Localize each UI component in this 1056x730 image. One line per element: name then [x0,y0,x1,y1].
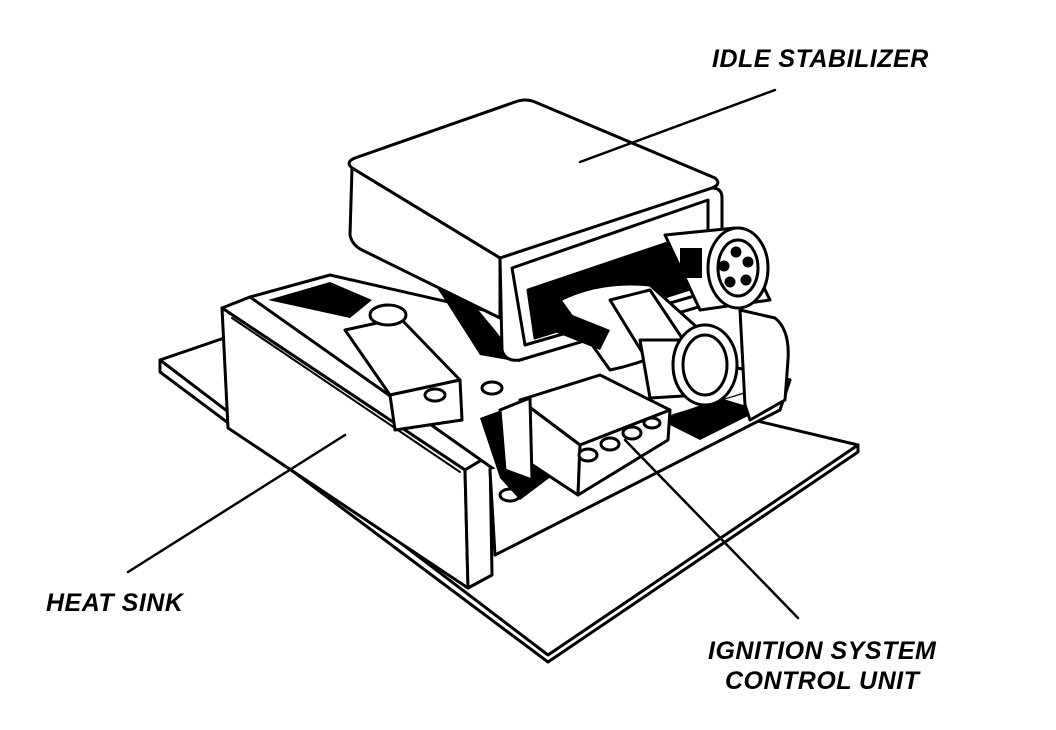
leader-idle-stabilizer [578,88,777,164]
label-heat-sink: HEAT SINK [46,589,184,617]
label-idle-stabilizer: IDLE STABILIZER [712,45,929,73]
cable-plug [550,282,790,422]
leader-ignition [623,438,800,620]
label-ignition-control-unit: IGNITION SYSTEM CONTROL UNIT [708,636,936,696]
idle-stabilizer [347,98,724,362]
round-connector [663,226,772,312]
label-ignition-line2: CONTROL UNIT [724,667,920,695]
label-ignition-line1: IGNITION SYSTEM [708,637,937,665]
leader-lines [126,88,800,620]
leader-heat-sink [126,433,347,574]
ignition-connector [498,373,672,497]
